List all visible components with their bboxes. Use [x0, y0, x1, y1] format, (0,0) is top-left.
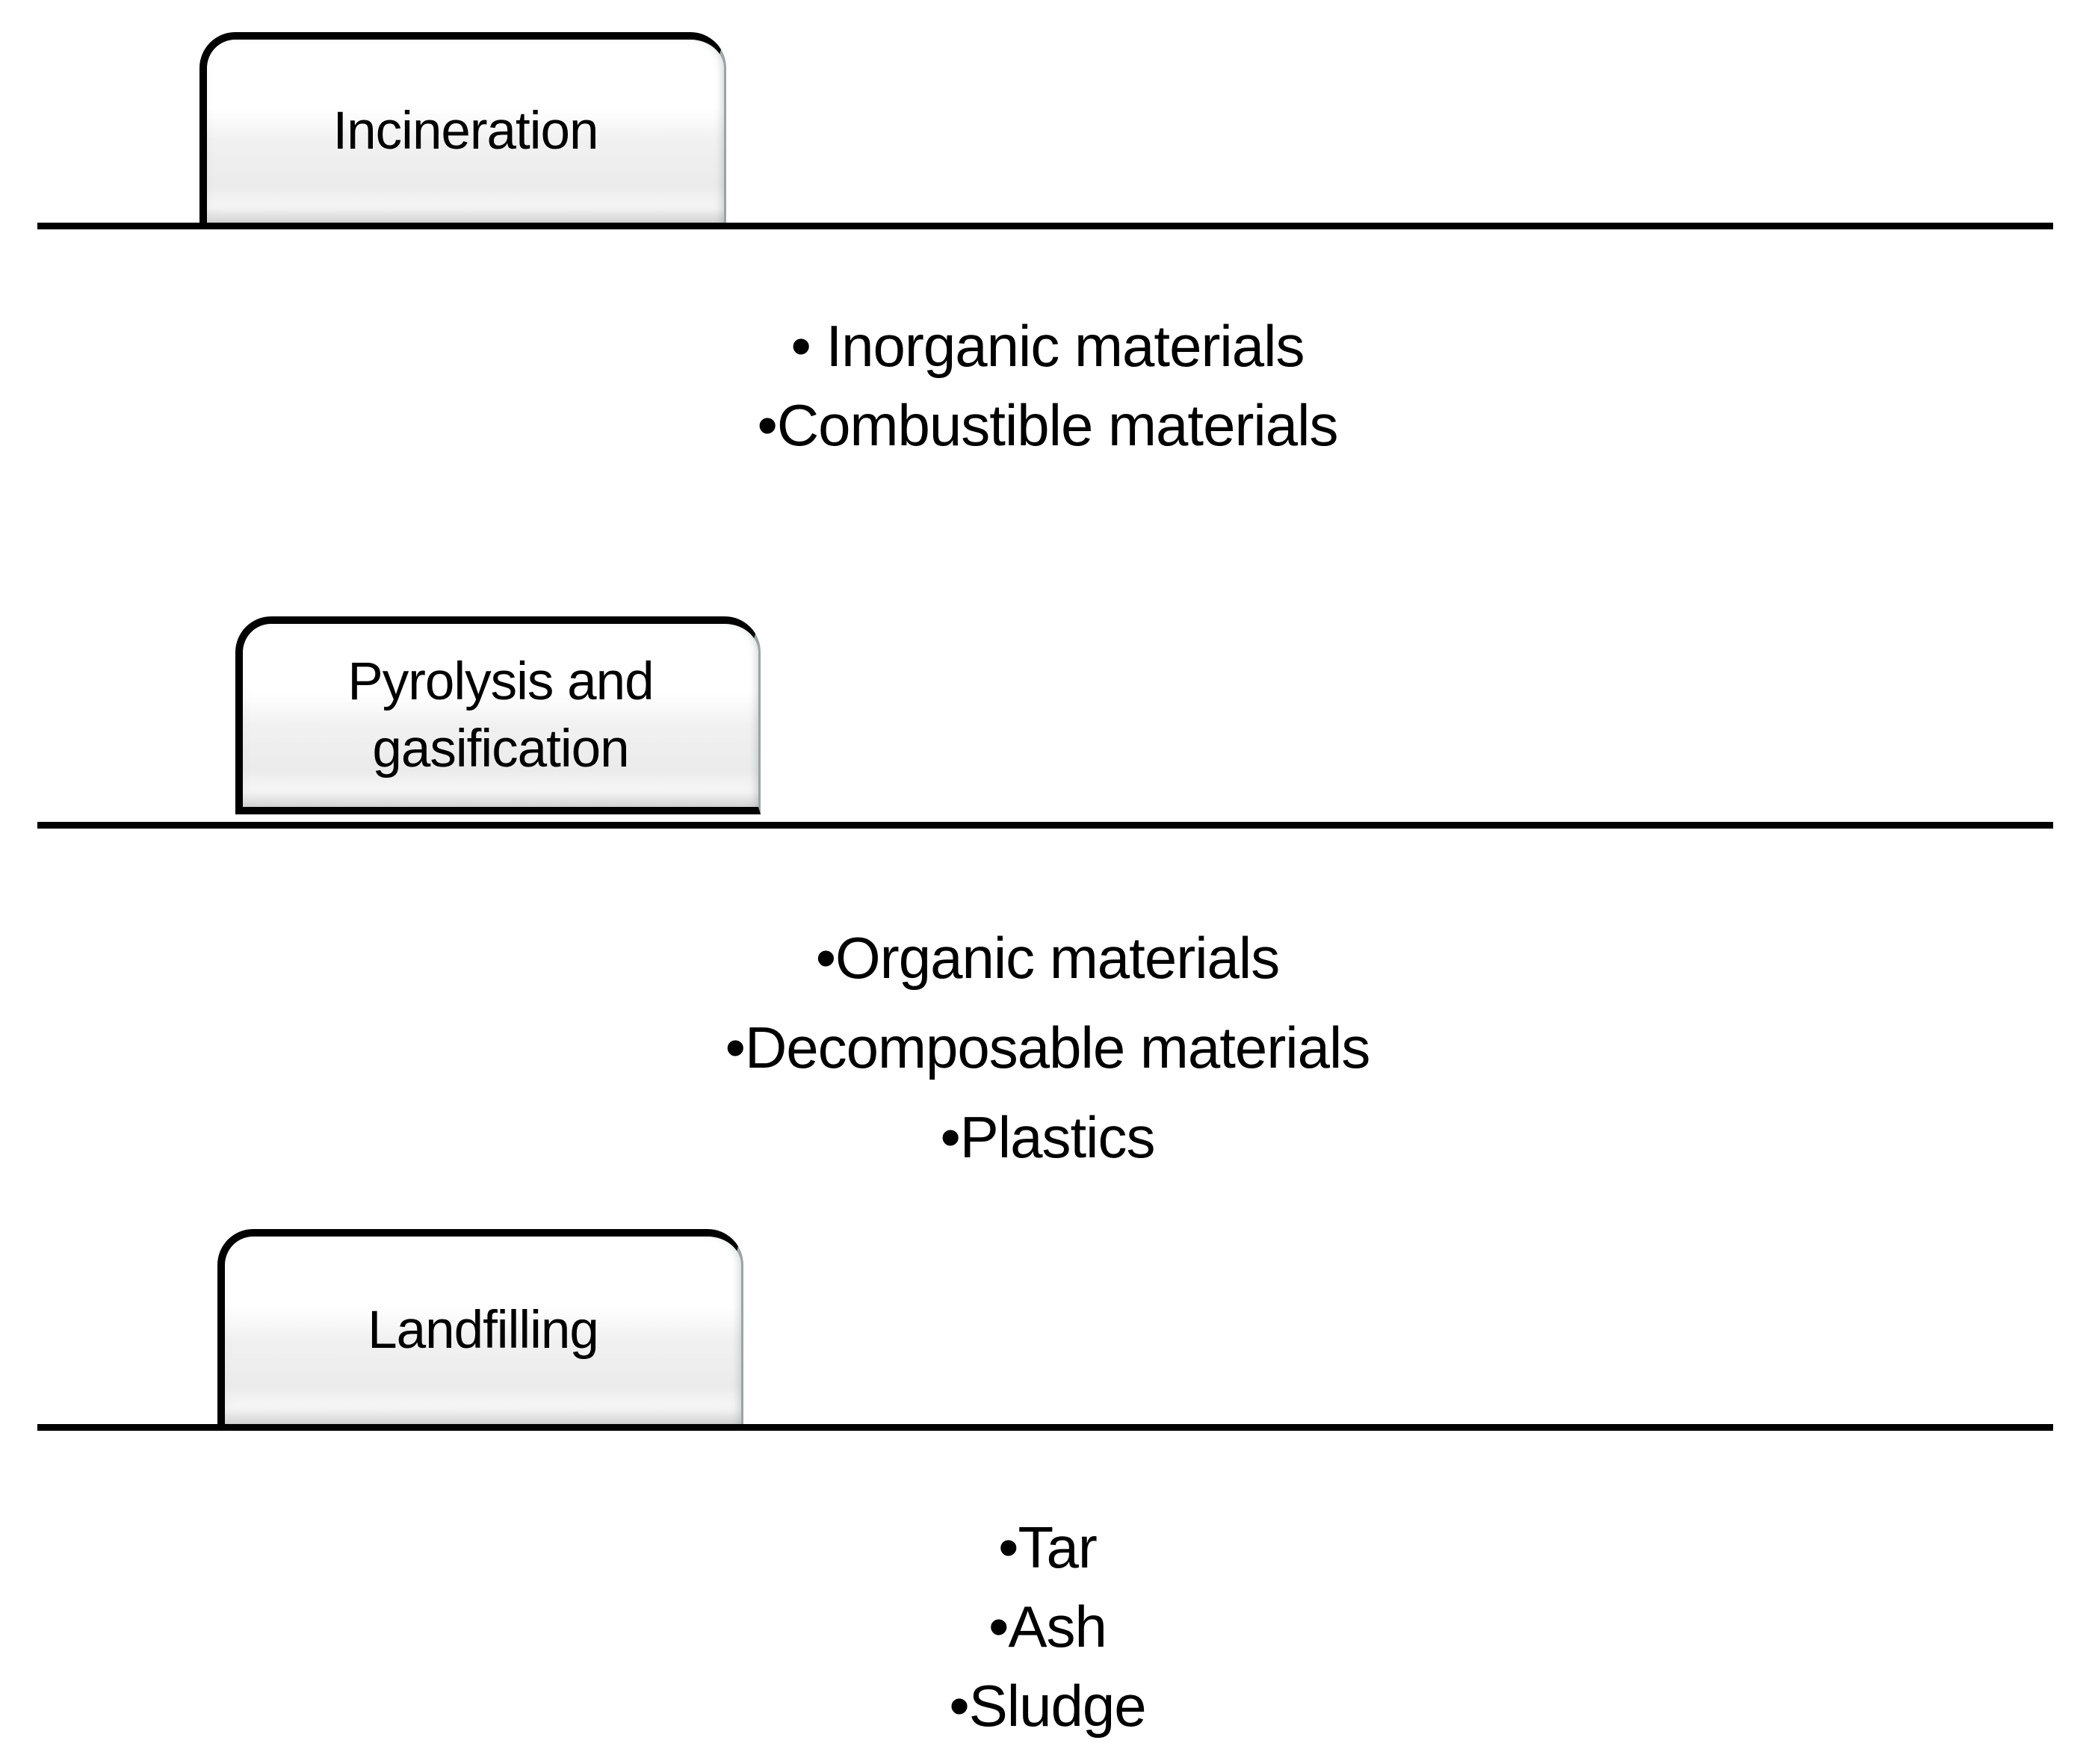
list-item: •Tar	[998, 1514, 1098, 1580]
list-item: •Decomposable materials	[725, 1015, 1371, 1080]
landfilling-tab: Landfilling	[217, 1229, 743, 1424]
list-item: •Plastics	[940, 1104, 1155, 1170]
list-item: •Ash	[988, 1594, 1107, 1659]
pyrolysis-gasification-tab: Pyrolysis and gasification	[235, 616, 761, 814]
incineration-tab-label: Incineration	[332, 101, 598, 161]
list-item: • Inorganic materials	[790, 313, 1305, 379]
landfilling-baseline-rule	[37, 1424, 2053, 1431]
pyrolysis-gasification-baseline-rule	[37, 822, 2053, 829]
incineration-items-list: • Inorganic materials •Combustible mater…	[0, 306, 2095, 465]
landfilling-tab-label: Landfilling	[368, 1300, 599, 1360]
incineration-baseline-rule	[37, 223, 2053, 229]
list-item: •Organic materials	[815, 925, 1281, 991]
pyrolysis-gasification-items-list: •Organic materials •Decomposable materia…	[0, 913, 2095, 1182]
list-item: •Combustible materials	[757, 392, 1339, 458]
landfilling-items-list: •Tar •Ash •Sludge	[0, 1508, 2095, 1745]
incineration-tab: Incineration	[199, 32, 726, 223]
pyrolysis-gasification-tab-label: Pyrolysis and gasification	[347, 652, 654, 779]
list-item: •Sludge	[949, 1673, 1146, 1739]
